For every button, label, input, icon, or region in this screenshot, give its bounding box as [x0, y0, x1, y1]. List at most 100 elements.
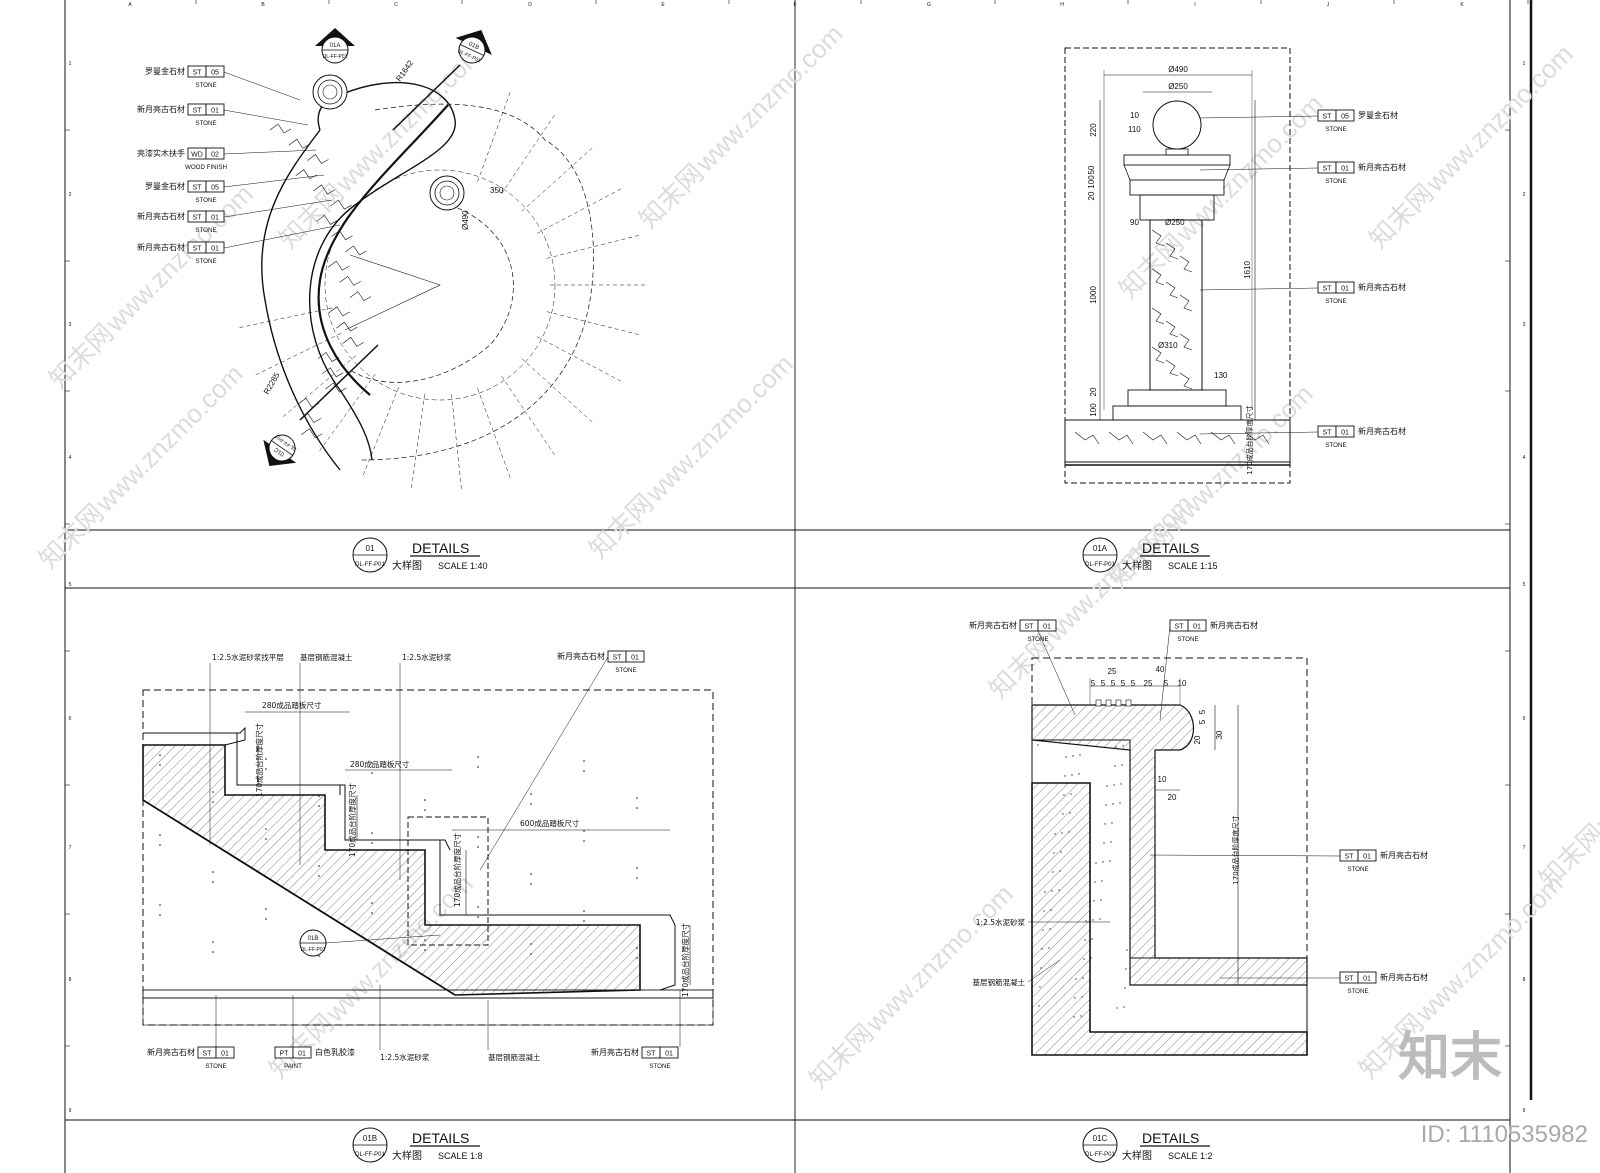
tag-code: ST: [193, 70, 203, 77]
newel-post: [429, 175, 465, 211]
annotation-note: 基层钢筋混凝土: [300, 652, 353, 662]
tag-material-name: 新月亮古石材: [1358, 426, 1406, 436]
tag-material-name: 新月亮古石材: [137, 211, 185, 221]
tag-code: ST: [647, 1051, 657, 1058]
dimension-text: 20: [1168, 793, 1177, 802]
annotation-note: 基层钢筋混凝土: [973, 977, 1026, 987]
annotation-note: 1:2.5水泥砂浆: [402, 652, 452, 662]
tag-subtitle: STONE: [205, 1063, 226, 1070]
grid-column-label: F: [793, 2, 796, 8]
grid-row-label: 4: [69, 455, 72, 461]
annotation-note: 1:2.5水泥砂浆找平层: [212, 652, 284, 662]
tag-material-name: 新月亮古石材: [1210, 620, 1258, 630]
tag-code: ST: [193, 108, 203, 115]
finial-ball: [1152, 100, 1202, 150]
annotation-note: 基层钢筋混凝土: [488, 1052, 541, 1062]
tag-material-name: 新月亮古石材: [147, 1047, 195, 1057]
grid-row-label: 9: [69, 1108, 72, 1114]
tag-subtitle: STONE: [1347, 866, 1368, 873]
title-chinese: 大样图: [392, 1149, 422, 1162]
grid-row-label: 3: [1523, 322, 1526, 328]
grid-row-label: 7: [69, 845, 72, 851]
title-chinese: 大样图: [392, 559, 422, 572]
dimension-text: 20: [1087, 191, 1096, 200]
tag-code: ST: [1323, 430, 1333, 437]
tag-subtitle: PAINT: [284, 1063, 302, 1070]
tag-code: WD: [191, 152, 203, 159]
grid-column-label: G: [927, 2, 931, 8]
tag-material-name: 新月亮古石材: [137, 242, 185, 252]
tag-number: 01: [631, 655, 639, 662]
annotation-note: 170成品台阶厚度尺寸: [254, 722, 264, 797]
title-reference: DL-FF-P01: [1085, 1152, 1115, 1158]
dimension-text: 5: [1091, 679, 1096, 688]
tag-material-name: 新月亮古石材: [557, 651, 605, 661]
title-heading: DETAILS: [412, 540, 469, 556]
dimension-text: 20: [1193, 735, 1202, 744]
tag-number: 01: [1341, 286, 1349, 293]
dimension-text: 90: [1130, 218, 1139, 227]
tag-subtitle: STONE: [1177, 636, 1198, 643]
watermark-site: www.znzmo.com: [89, 359, 249, 519]
tag-number: 01: [211, 108, 219, 115]
title-heading: DETAILS: [1142, 1130, 1199, 1146]
newel-post: [312, 74, 348, 110]
grid-row-label: 5: [69, 582, 72, 588]
dimension-text: 10: [1158, 775, 1167, 784]
tag-subtitle: STONE: [615, 667, 636, 674]
grid-column-label: I: [1194, 2, 1195, 8]
watermark-brand: 知末网: [634, 159, 710, 235]
dimension-text: 130: [1214, 371, 1228, 380]
title-chinese: 大样图: [1122, 559, 1152, 572]
watermark-site: www.znzmo.com: [859, 879, 1019, 1039]
annotation-note: 170成品台阶厚度尺寸: [347, 782, 357, 857]
title-scale: SCALE 1:2: [1168, 1151, 1213, 1161]
watermark-brand: 知末网: [274, 179, 350, 255]
grid-column-label: K: [1460, 2, 1464, 8]
grid-row-label: 9: [1523, 1108, 1526, 1114]
dimension-text: 350: [490, 186, 504, 195]
annotation-note: 280成品踏板尺寸: [262, 700, 322, 710]
tag-subtitle: STONE: [1027, 636, 1048, 643]
grid-row-label: 6: [69, 716, 72, 722]
dimension-text: 1000: [1089, 286, 1098, 304]
dimension-text: 5: [1164, 679, 1169, 688]
dimension-text: 1610: [1243, 261, 1252, 279]
watermark-site: www.znzmo.com: [639, 349, 799, 509]
tag-code: ST: [193, 215, 203, 222]
tag-number: 01: [1341, 430, 1349, 437]
grid-column-label: A: [128, 2, 132, 8]
dimension-text: 5: [1121, 679, 1126, 688]
dimension-text: 25: [1108, 667, 1117, 676]
title-number: 01B: [363, 1134, 377, 1143]
tag-material-name: 新月亮古石材: [1380, 972, 1428, 982]
watermark-site: www.znzmo.com: [1419, 39, 1579, 199]
title-reference: DL-FF-P01: [1085, 562, 1115, 568]
marker-reference: DL-FF-P01: [301, 947, 326, 953]
title-reference: DL-FF-P01: [355, 1152, 385, 1158]
dimension-text: 10: [1130, 111, 1139, 120]
grid-row-label: 8: [1523, 977, 1526, 983]
grid-column-label: C: [394, 2, 398, 8]
tag-number: 01: [221, 1051, 229, 1058]
tag-subtitle: STONE: [1325, 442, 1346, 449]
grid-column-label: E: [661, 2, 665, 8]
dimension-text: 5: [1131, 679, 1136, 688]
title-reference: DL-FF-P01: [355, 562, 385, 568]
panel-01-stair-plan: 01ADL-FF-P0101BDL-FF-P0101CDL-FF-P01R164…: [137, 28, 645, 489]
